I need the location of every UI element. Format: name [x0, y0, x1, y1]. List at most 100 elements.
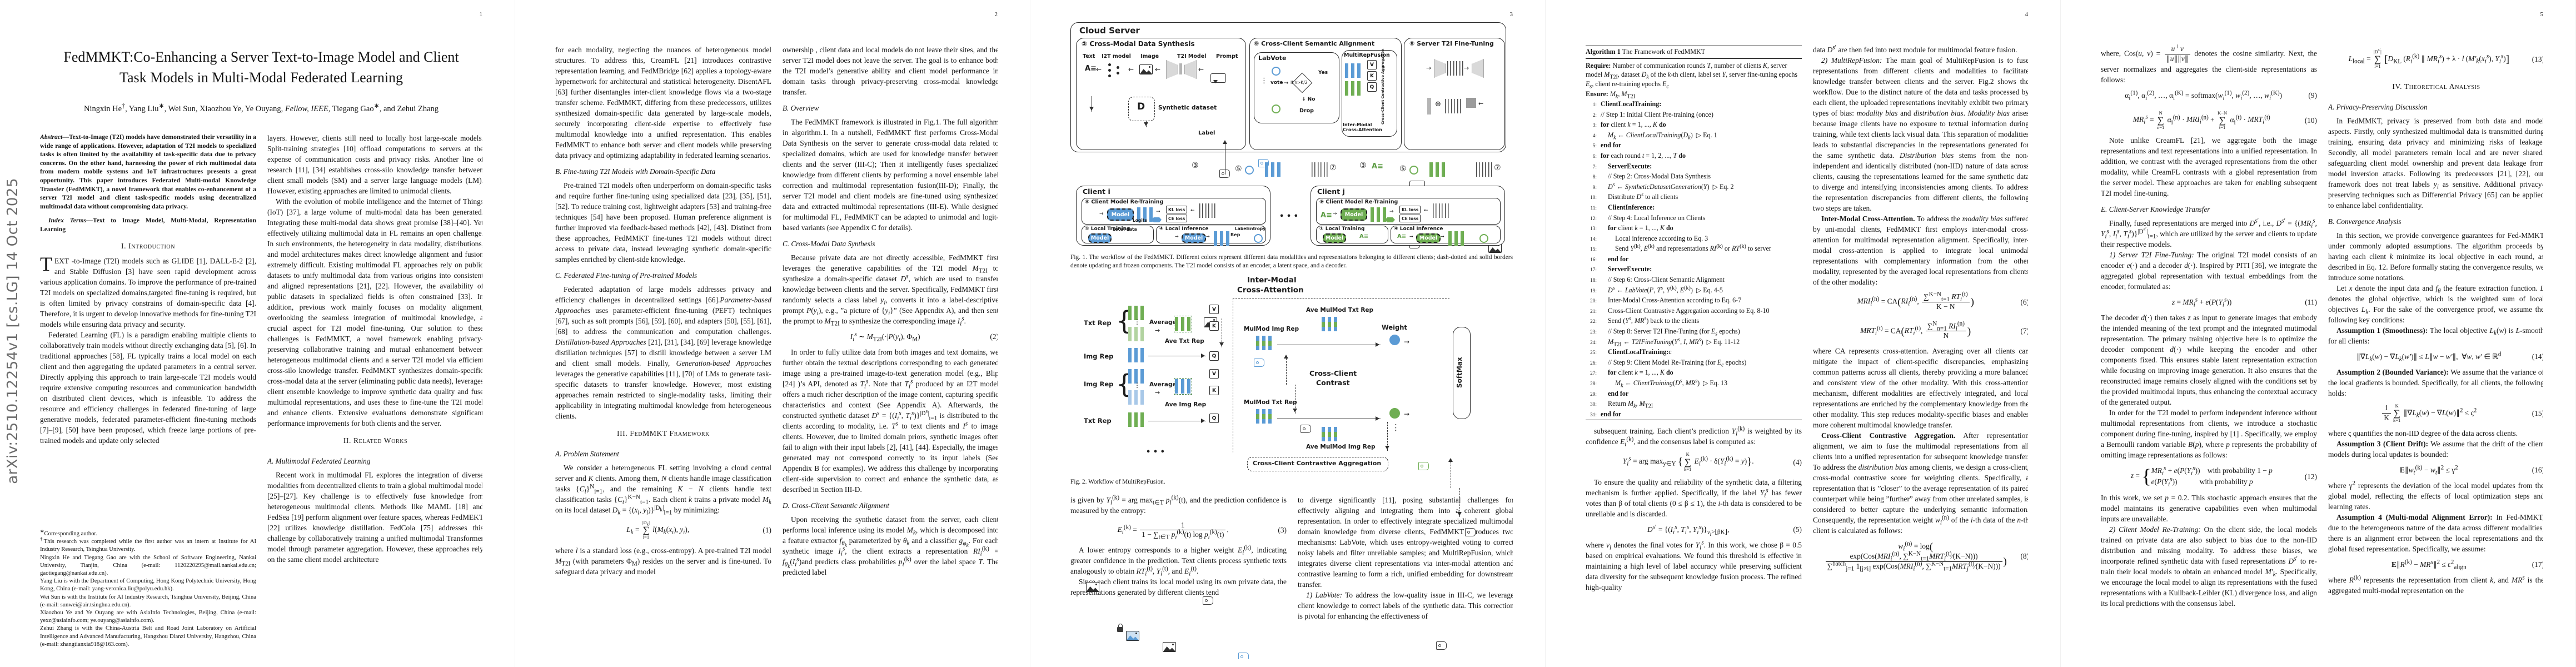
paragraph: Finally, fused representations are merge…	[2101, 217, 2317, 249]
algorithm-line-number: 14:	[1590, 236, 1597, 242]
footnote: Xiaozhou Ye and Ye Ouyang are with AsiaI…	[40, 609, 256, 624]
equation-body: Llocal = |Ds′|∑i=1 [DKL (Ri(k) ∥ MRis) +…	[2348, 48, 2510, 69]
figure-label: Contrast	[1316, 379, 1350, 387]
page-1-content: FedMMKT:Co-Enhancing a Server Text-to-Im…	[40, 14, 482, 648]
local-inference-label: ④ Local Inference	[1159, 226, 1209, 232]
data-synthesis-box	[1076, 38, 1246, 150]
representation-bars-icon	[1128, 306, 1144, 321]
paper-title: FedMMKT:Co-Enhancing a Server Text-to-Im…	[63, 49, 459, 86]
paragraph: where ς quantifies the non-IID degree of…	[2328, 429, 2518, 438]
equation-number: (4)	[1793, 457, 1802, 466]
small-box: CE loss	[1399, 215, 1421, 222]
representation-bars-icon	[1256, 336, 1272, 351]
cca-label: Cross-Client Contrastive Aggregation	[1253, 460, 1382, 467]
algorithm-line: 21:Cross-Client Contrastive Aggregation …	[1586, 306, 1802, 317]
footnote: ∗Corresponding author.	[40, 528, 98, 537]
equation: MRTi(t) = CA(RTi(t), ∑Nn=1 RIi(n)N)(7)	[1813, 320, 2028, 341]
paragraph: In order to fully utilize data from both…	[783, 348, 998, 494]
representation-bars-icon	[1321, 316, 1339, 333]
algorithm-line: 11:ClientInference:	[1586, 203, 1802, 213]
figure-label: Image	[1140, 53, 1159, 59]
footnote: Wei Sun is with the Institute for AI Ind…	[40, 593, 256, 608]
figure-label: →	[1284, 80, 1289, 86]
img-rep-label: Img Rep	[1084, 352, 1114, 361]
paragraph: 2) MultiRepFusion: The main goal of Mult…	[1813, 56, 2028, 212]
figure-label: ⑨ Client Model Re-Training	[1319, 199, 1398, 205]
model-box: Model	[1323, 233, 1346, 243]
text-icon: A≡	[1321, 211, 1332, 220]
algorithm-line-number: 30:	[1590, 402, 1597, 408]
equation-body: Lk = |Dk|∑i=1 l(Mk(xi), yi),	[626, 520, 690, 540]
paragraph: Since each client trains its local model…	[1070, 578, 1287, 597]
equation-number: (13)	[2532, 55, 2543, 64]
algorithm-line: 12:// Step 4: Local Inference on Clients	[1586, 213, 1802, 224]
paragraph: Assumption 4 (Multi-modal Alignment Erro…	[2328, 513, 2543, 554]
tag-icon	[1203, 596, 1213, 605]
figure-label: Text	[1083, 53, 1095, 59]
algorithm-line-number: 3:	[1592, 123, 1597, 129]
algorithm-line: 4:Mk ← ClientLocalTraining(Dk)▷ Eq. 1	[1586, 131, 1802, 141]
representation-bars-icon	[1256, 409, 1272, 424]
multirepfusion-label: MultiRepFusion	[1344, 52, 1390, 58]
text-icon: A≡	[1085, 64, 1097, 73]
equation-body: E∥wt(k) − wt∥2 ≤ γ2	[2399, 464, 2458, 477]
page-2-column-2: ownership , client data and local models…	[783, 44, 998, 658]
equation-number: (3)	[1278, 526, 1287, 535]
algorithm-line-number: 16:	[1590, 257, 1597, 263]
page-number: 5	[2540, 11, 2544, 18]
subsection-heading: C. Federated Fine-tuning of Pre-trained …	[555, 271, 697, 280]
algorithm-line: 8:// Step 2: Cross-Modal Data Synthesis	[1586, 172, 1802, 182]
paragraph: Federated Learning (FL) is a paradigm en…	[40, 330, 256, 445]
page-5-column-1: where, Cos(u, v) = u⊤v∥u∥∥v∥ denotes the…	[2101, 44, 2317, 658]
labvote-label: LabVote	[1258, 54, 1287, 62]
synthetic-dataset-label: Synthetic dataset	[1158, 104, 1217, 111]
small-box: V	[1209, 369, 1219, 379]
figure-label: ←	[1478, 100, 1484, 107]
image-icon	[1139, 64, 1153, 74]
algorithm-line: 7:ServerExecute:	[1586, 162, 1802, 172]
small-box: K	[1209, 321, 1219, 331]
algorithm-line-number: 27:	[1590, 371, 1597, 377]
small-box: Q	[1209, 351, 1219, 361]
circle-icon	[1272, 104, 1280, 113]
model-box: Model	[1182, 233, 1206, 243]
page-1-column-2: layers. However, clients still need to l…	[267, 133, 482, 648]
figure-label: →	[1155, 327, 1160, 335]
equation-body: MRIi(n) = CA(RIi(n), ∑K−Nt=1 RTi(t)K − N…	[1857, 291, 1974, 311]
algorithm-line-number: 24:	[1590, 340, 1597, 346]
image-icon	[1126, 631, 1139, 641]
abstract: Abstract—Text-to-Image (T2I) models have…	[40, 133, 256, 210]
figure-label: →	[1206, 234, 1210, 239]
algorithm-line-number: 18:	[1590, 278, 1597, 284]
figure-label: ⋮	[1260, 77, 1268, 85]
latent-bar-icon	[1427, 98, 1431, 115]
page-5-column-2: Llocal = |Ds′|∑i=1 [DKL (Ri(k) ∥ MRis) +…	[2328, 44, 2543, 658]
tag-icon	[1301, 425, 1311, 433]
algorithm-line-number: 9:	[1592, 185, 1597, 191]
representation-bars-icon	[1448, 231, 1464, 246]
model-box: Model	[1416, 233, 1441, 243]
paragraph: data Ds′ are then fed into next module f…	[1813, 44, 2017, 54]
equation-body: ∥∇Lk(w) − ∇Lk(w′)∥ ≤ L∥w − w′∥, ∀w, w′ ∈…	[2356, 351, 2502, 363]
representation-bars-icon	[1445, 99, 1461, 113]
page-number: 1	[479, 11, 483, 18]
algorithm-line-number: 6:	[1592, 153, 1597, 160]
footnote: Ningxin He and Tiegang Gao are with the …	[40, 554, 256, 576]
tag-icon	[1465, 528, 1476, 536]
representation-bars-icon	[1174, 378, 1192, 395]
section-heading: II. Related Works	[343, 436, 408, 445]
step5-label: ⑤	[1235, 165, 1242, 173]
paragraph: 2) Client Model Re-Training: On the clie…	[2101, 525, 2317, 608]
representation-bars-icon	[1128, 348, 1144, 363]
tag-icon	[1436, 641, 1447, 650]
equation-body: MRis = N∑n=1 αi(n) · MRIi(n) + K−N∑t=1 α…	[2132, 109, 2270, 130]
algorithm-line: 29:end for	[1586, 389, 1802, 400]
paragraph: where R(k) represents the representation…	[2328, 574, 2543, 595]
figure-label: →	[1175, 234, 1179, 239]
algorithm-line-number: 11:	[1590, 205, 1597, 211]
figure-label: →	[1155, 389, 1160, 397]
ave-img-rep-label: Ave Img Rep	[1165, 401, 1207, 409]
